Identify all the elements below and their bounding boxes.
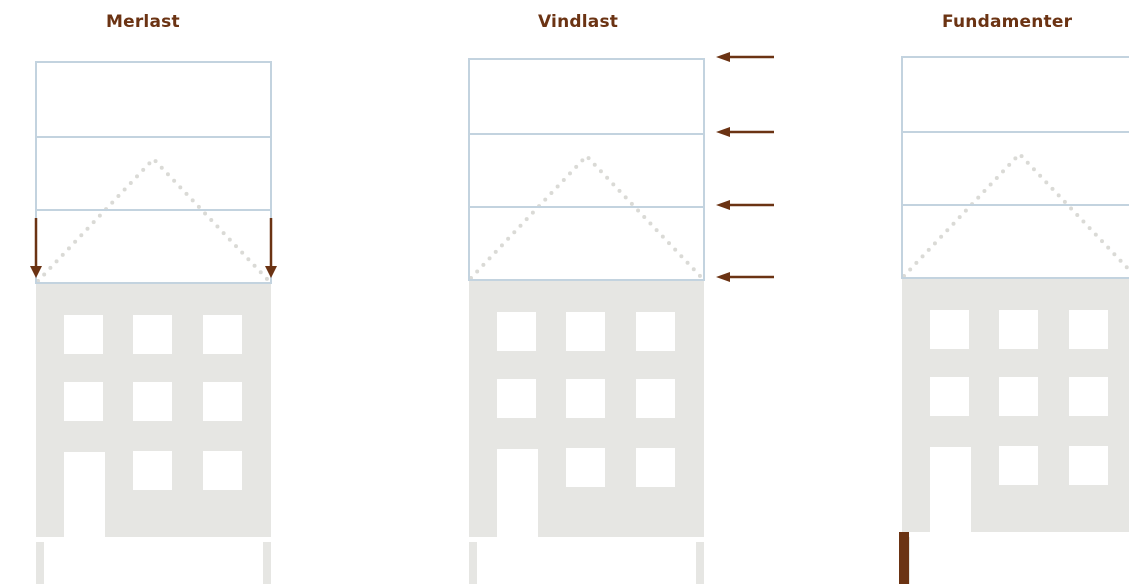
window	[203, 451, 242, 490]
window	[636, 448, 675, 487]
window	[133, 451, 172, 490]
wind-arrow-head	[716, 127, 730, 137]
load-arrow-head	[265, 266, 277, 278]
foundation-wall-left	[36, 542, 44, 584]
building-merlast	[30, 61, 277, 584]
added-storeys-outline	[901, 56, 1129, 279]
window	[64, 315, 103, 354]
window	[203, 382, 242, 421]
foundation-wall-right	[696, 542, 704, 584]
former-roof-dotted	[36, 156, 271, 283]
dead-load-arrows	[30, 218, 277, 278]
window	[1069, 446, 1108, 485]
wind-load-arrows	[716, 52, 774, 282]
foundation-wall-right	[263, 542, 271, 584]
panel-title-merlast: Merlast	[106, 12, 180, 32]
foundation-highlight	[899, 532, 909, 584]
window	[566, 312, 605, 351]
panel-title-fundamenter: Fundamenter	[942, 12, 1073, 32]
foundation-wall-left	[469, 542, 477, 584]
building-fundamenter	[899, 56, 1129, 584]
window	[930, 377, 969, 416]
former-roof-dotted	[469, 153, 704, 280]
window	[999, 446, 1038, 485]
window	[1069, 310, 1108, 349]
window	[133, 315, 172, 354]
added-storeys-outline	[468, 58, 705, 281]
window	[497, 379, 536, 418]
window	[999, 377, 1038, 416]
wind-arrow-head	[716, 52, 730, 62]
wind-arrow-head	[716, 200, 730, 210]
window	[1069, 377, 1108, 416]
window	[636, 379, 675, 418]
window	[566, 379, 605, 418]
window	[64, 382, 103, 421]
window	[999, 310, 1038, 349]
window	[636, 312, 675, 351]
former-roof-dotted	[902, 151, 1129, 278]
window	[203, 315, 242, 354]
window	[566, 448, 605, 487]
window	[133, 382, 172, 421]
window	[497, 312, 536, 351]
added-storeys-outline	[35, 61, 272, 284]
load-arrow-head	[30, 266, 42, 278]
building-vindlast	[468, 52, 774, 584]
panel-title-vindlast: Vindlast	[538, 12, 619, 32]
wind-arrow-head	[716, 272, 730, 282]
window	[930, 310, 969, 349]
